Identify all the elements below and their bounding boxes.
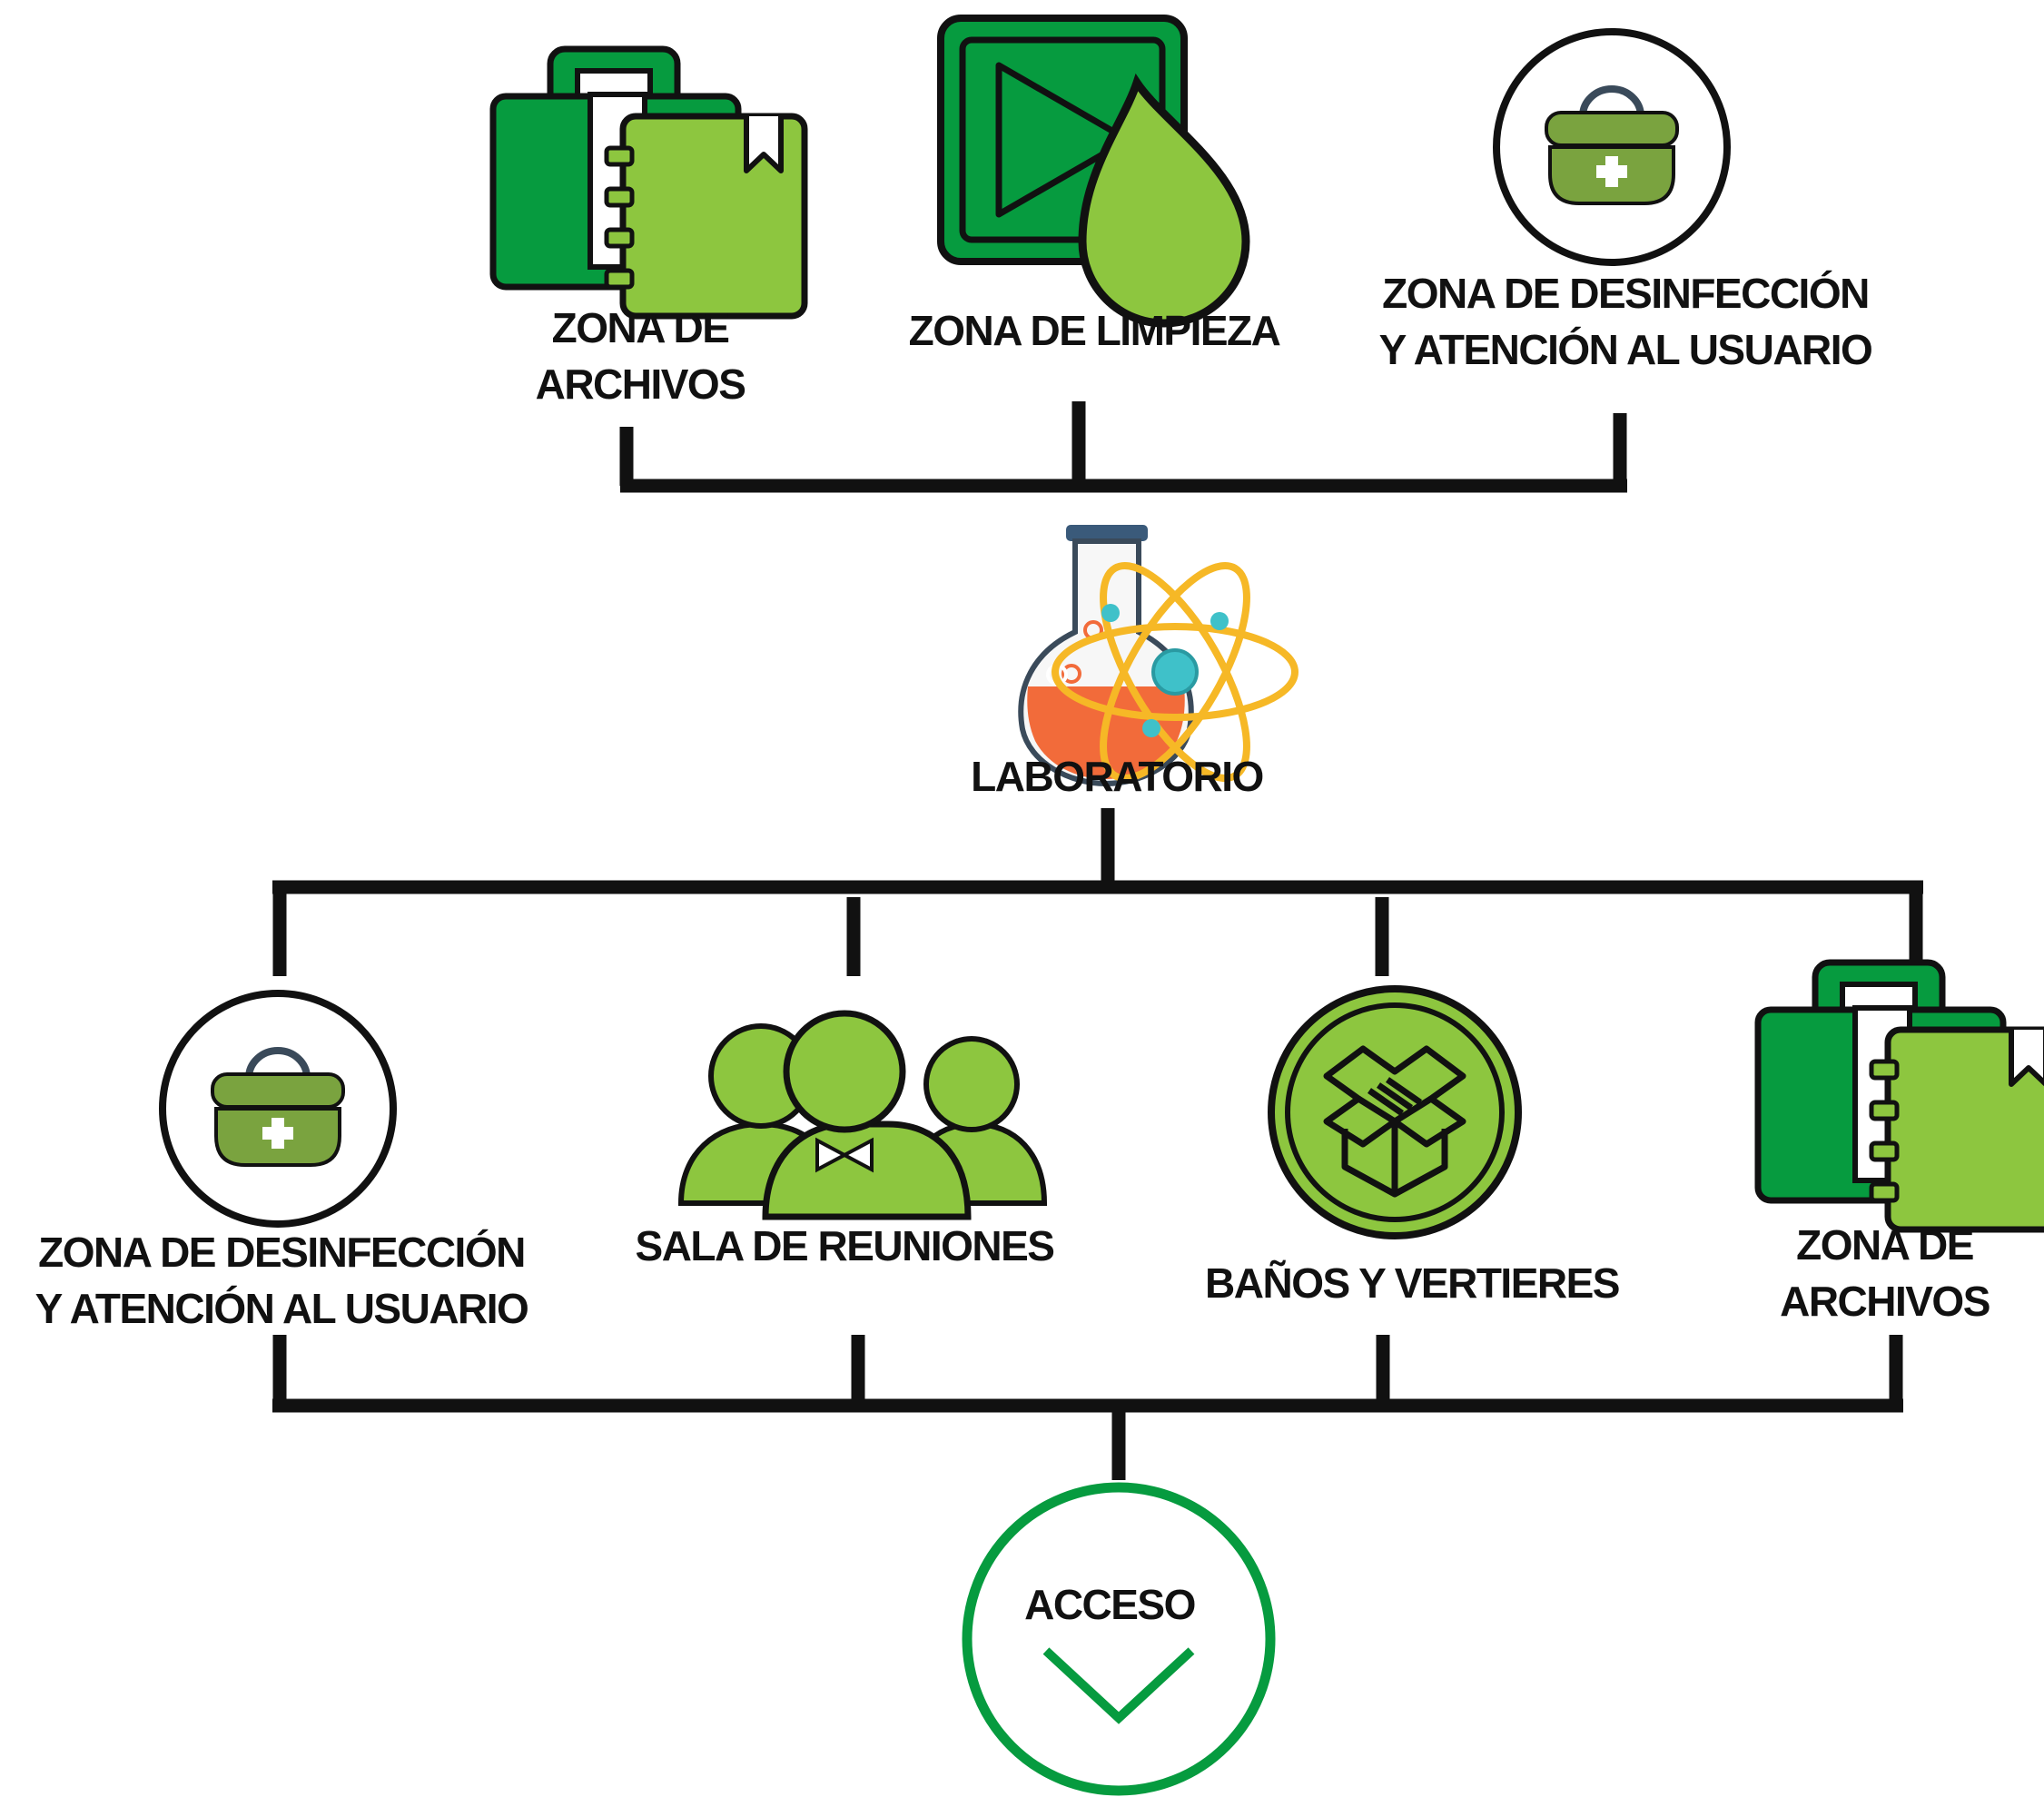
label-desinfeccion-top: ZONA DE DESINFECCIÓN Y ATENCIÓN AL USUAR… — [1317, 265, 1934, 378]
label-line: BAÑOS Y VERTIERES — [1205, 1259, 1620, 1307]
label-line: ACCESO — [1024, 1581, 1196, 1628]
label-archivos-top: ZONA DE ARCHIVOS — [454, 300, 826, 412]
label-line: ARCHIVOS — [535, 360, 746, 408]
chevron-down-icon[interactable] — [1042, 1647, 1195, 1724]
box-icon — [1268, 985, 1522, 1239]
label-desinfeccion-bottom: ZONA DE DESINFECCIÓN Y ATENCIÓN AL USUAR… — [0, 1224, 563, 1337]
label-acceso[interactable]: ACCESO — [983, 1576, 1237, 1633]
middle-connector — [272, 808, 1923, 976]
folders-icon — [493, 49, 805, 316]
bottom-connector — [272, 1335, 1903, 1480]
label-archivos-bottom: ZONA DE ARCHIVOS — [1725, 1217, 2044, 1329]
people-group-icon — [677, 1010, 1048, 1220]
top-connector — [619, 401, 1627, 493]
first-aid-kit-icon — [163, 993, 393, 1224]
label-line: Y ATENCIÓN AL USUARIO — [1378, 326, 1873, 373]
label-line: ZONA DE — [551, 304, 730, 351]
label-line: SALA DE REUNIONES — [635, 1222, 1055, 1269]
label-line: ZONA DE DESINFECCIÓN — [1382, 270, 1870, 317]
label-banos: BAÑOS Y VERTIERES — [1171, 1255, 1653, 1311]
first-aid-kit-icon — [1496, 32, 1727, 262]
access-node[interactable] — [962, 1482, 1276, 1796]
label-line: LABORATORIO — [971, 753, 1264, 800]
label-line: ZONA DE DESINFECCIÓN — [38, 1229, 526, 1276]
lab-flask-atom-icon — [1018, 525, 1298, 787]
label-line: Y ATENCIÓN AL USUARIO — [35, 1285, 529, 1332]
label-reuniones: SALA DE REUNIONES — [590, 1218, 1099, 1274]
label-limpieza: ZONA DE LIMPIEZA — [844, 302, 1344, 359]
folders-icon — [1758, 963, 2044, 1229]
label-laboratorio: LABORATORIO — [908, 748, 1326, 805]
play-droplet-icon — [937, 15, 1250, 328]
label-line: ARCHIVOS — [1780, 1278, 1990, 1325]
label-line: ZONA DE LIMPIEZA — [908, 307, 1281, 354]
label-line: ZONA DE — [1796, 1221, 1974, 1269]
